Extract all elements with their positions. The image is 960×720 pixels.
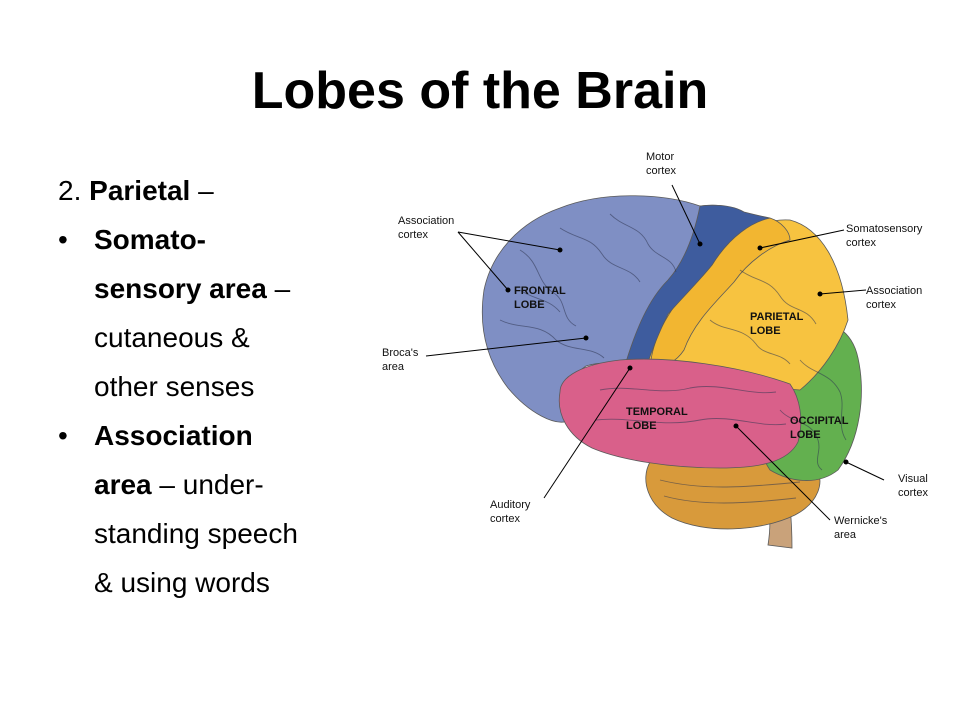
bullet-glyph: • bbox=[58, 420, 68, 451]
wernickes-area-label-1: Wernicke's bbox=[834, 515, 888, 527]
visual-cortex-label-1: Visual bbox=[898, 473, 928, 485]
frontal-lobe-label-2: LOBE bbox=[514, 299, 545, 311]
brocas-area-label-2: area bbox=[382, 361, 405, 373]
somatosensory-cortex-label-1: Somatosensory bbox=[846, 223, 923, 235]
temporal-lobe-label-1: TEMPORAL bbox=[626, 406, 688, 418]
bullet-1-text: cutaneous & bbox=[94, 322, 250, 353]
bullet-glyph: • bbox=[58, 224, 68, 255]
slide-body: 2. Parietal – • Somato- sensory area – cu… bbox=[58, 166, 378, 607]
bullet-2-text-bold: area bbox=[94, 469, 152, 500]
bullet-2-text-bold: Association bbox=[94, 420, 253, 451]
heading-line: 2. Parietal – bbox=[58, 166, 378, 215]
bullet-2-line-3: standing speech bbox=[58, 509, 378, 558]
bullet-2-line-4: & using words bbox=[58, 558, 378, 607]
bullet-1-text-bold: Somato- bbox=[94, 224, 206, 255]
somatosensory-cortex-label-2: cortex bbox=[846, 237, 876, 249]
temporal-lobe bbox=[558, 358, 802, 469]
wernickes-area-label-2: area bbox=[834, 529, 857, 541]
leader-lines bbox=[425, 184, 885, 521]
heading-term: Parietal bbox=[89, 175, 191, 206]
association-cortex-left-label-1: Association bbox=[398, 215, 454, 227]
brocas-area-label-1: Broca's bbox=[382, 347, 419, 359]
bullet-1-line-1: • Somato- bbox=[58, 215, 378, 264]
bullet-1-line-4: other senses bbox=[58, 362, 378, 411]
motor-strip bbox=[625, 204, 771, 369]
bullet-2-text: – under- bbox=[151, 469, 264, 500]
heading-dash: – bbox=[190, 175, 214, 206]
bullet-2-text: & using words bbox=[94, 567, 270, 598]
association-cortex-right-label-2: cortex bbox=[866, 299, 896, 311]
bullet-2-line-2: area – under- bbox=[58, 460, 378, 509]
frontal-lobe-label-1: FRONTAL bbox=[514, 285, 566, 297]
motor-cortex-label-2: cortex bbox=[646, 165, 676, 177]
slide-title: Lobes of the Brain bbox=[251, 62, 709, 120]
association-cortex-left-label-2: cortex bbox=[398, 229, 428, 241]
visual-cortex-label-2: cortex bbox=[898, 487, 928, 499]
bullet-2-text: standing speech bbox=[94, 518, 298, 549]
brain-diagram: FRONTAL LOBE PARIETAL LOBE TEMPORAL LOBE… bbox=[372, 144, 960, 564]
auditory-cortex-label-2: cortex bbox=[490, 513, 520, 525]
cortical-folds bbox=[499, 213, 847, 504]
parietal-lobe-label-2: LOBE bbox=[750, 325, 781, 337]
heading-number: 2. bbox=[58, 175, 90, 206]
bullet-2-line-1: • Association bbox=[58, 411, 378, 460]
temporal-lobe-label-2: LOBE bbox=[626, 420, 657, 432]
bullet-1-line-2: sensory area – bbox=[58, 264, 378, 313]
occipital-lobe-label-1: OCCIPITAL bbox=[790, 415, 849, 427]
occipital-lobe-label-2: LOBE bbox=[790, 429, 821, 441]
bullet-1-text: – bbox=[266, 273, 291, 304]
parietal-lobe-label-1: PARIETAL bbox=[750, 311, 804, 323]
motor-cortex-label-1: Motor bbox=[646, 151, 674, 163]
bullet-1-text-bold: sensory area bbox=[94, 273, 267, 304]
bullet-1-line-3: cutaneous & bbox=[58, 313, 378, 362]
association-cortex-right-label-1: Association bbox=[866, 285, 922, 297]
bullet-1-text: other senses bbox=[94, 371, 255, 402]
auditory-cortex-label-1: Auditory bbox=[490, 499, 531, 511]
